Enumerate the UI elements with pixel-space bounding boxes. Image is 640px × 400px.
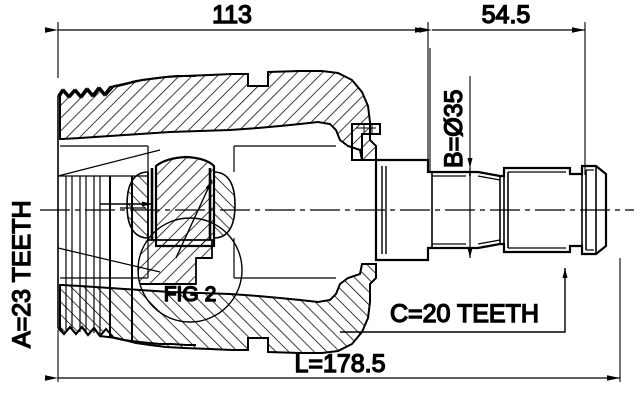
dimension-length-label: L=178.5 — [294, 350, 385, 378]
detail-circle-label: FIG 2 — [164, 283, 217, 306]
housing-lower-wall-section — [59, 263, 377, 354]
retainer-clip — [351, 123, 381, 161]
dimension-54-5-label: 54.5 — [482, 1, 531, 29]
inner-spline-label: A=23 TEETH — [8, 200, 36, 348]
dimension-diameter-label: B=Ø35 — [440, 89, 468, 168]
outer-spline-label: C=20 TEETH — [390, 300, 539, 328]
extension-lines — [57, 22, 621, 382]
detail-circle-fig2 — [137, 217, 243, 323]
dimension-113-label: 113 — [212, 1, 252, 29]
housing-upper-wall-section — [59, 70, 377, 161]
leader-fig2 — [175, 179, 213, 259]
leader-c-spline — [340, 268, 568, 333]
inner-race-section — [126, 155, 236, 248]
output-shaft — [374, 158, 608, 262]
